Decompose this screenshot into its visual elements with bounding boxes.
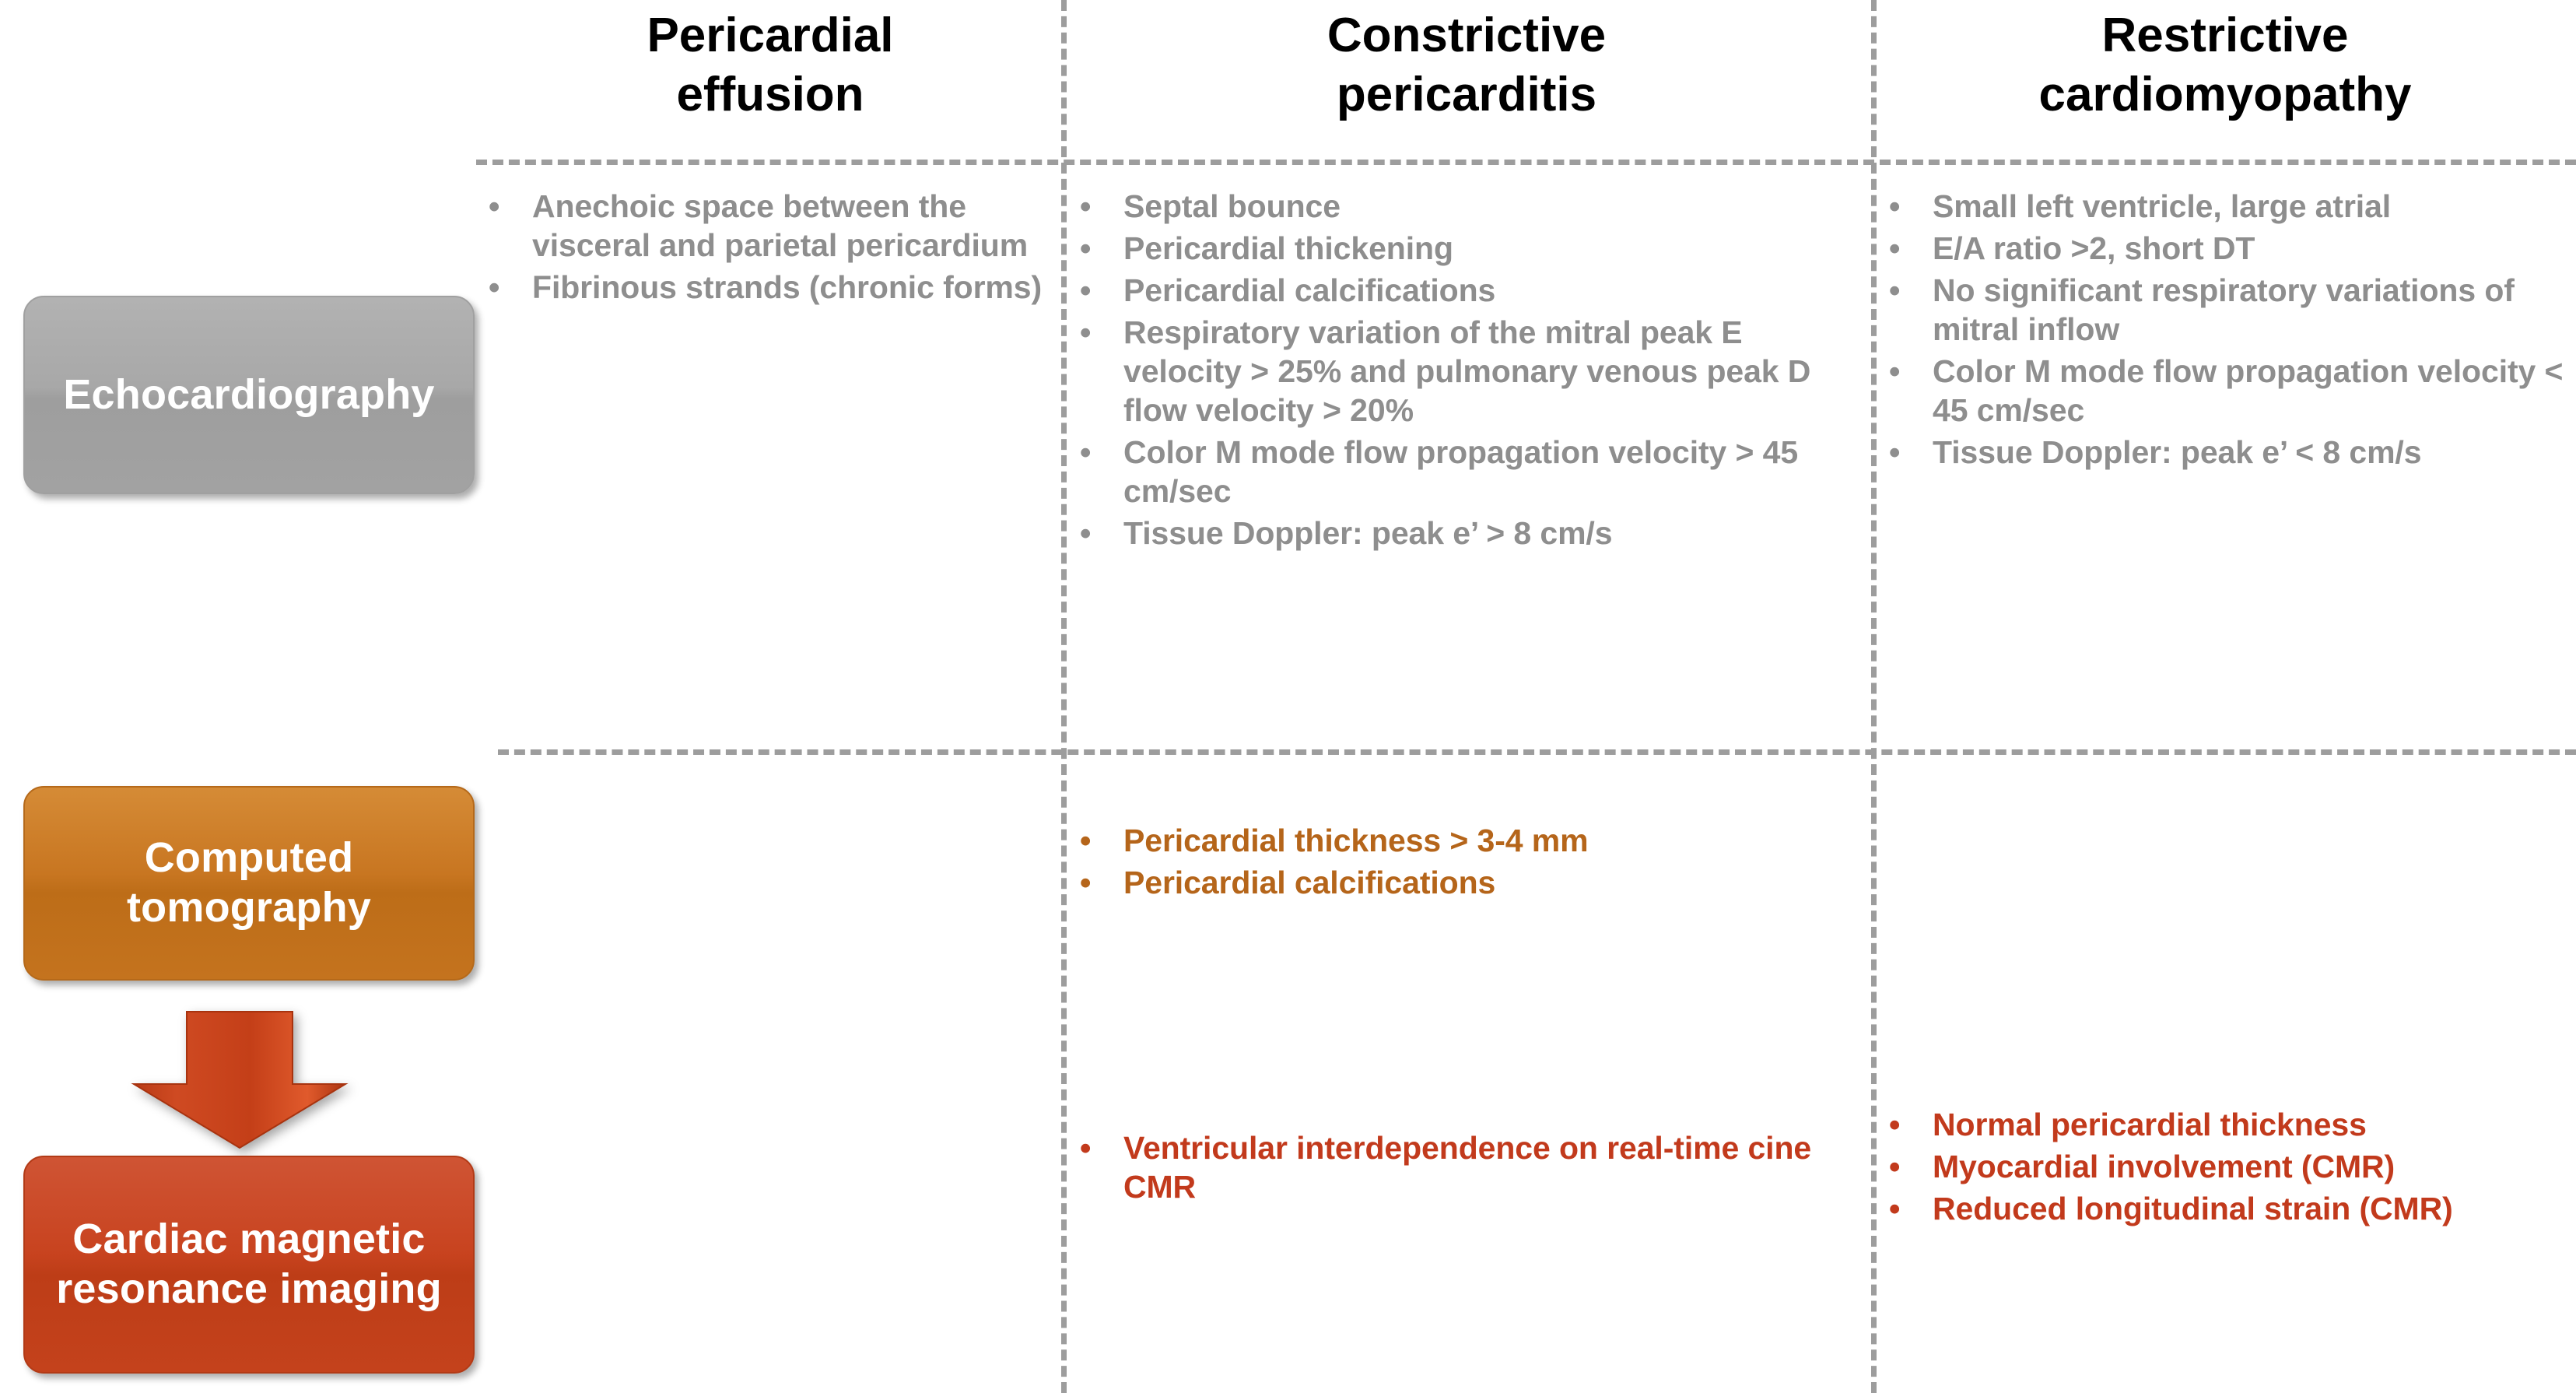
bullet-dot-icon: • [1080,865,1092,901]
modality-box-computed-tomography[interactable]: Computed tomography [23,786,475,981]
bullet-item: • Pericardial calcifications [1075,271,1861,310]
bullet-text: Reduced longitudinal strain (CMR) [1933,1191,2453,1227]
bullet-dot-icon: • [489,188,500,224]
bullet-text: Color M mode flow propagation velocity <… [1933,353,2564,429]
bullet-dot-icon: • [1889,1191,1901,1227]
bullet-dot-icon: • [1080,1130,1092,1166]
column-header-restrictive-cardiomyopathy: Restrictive cardiomyopathy [1883,6,2567,124]
bullet-item: • Pericardial calcifications [1075,863,1861,902]
bullet-dot-icon: • [1889,1107,1901,1142]
bullet-dot-icon: • [1080,188,1092,224]
bullet-item: • Color M mode flow propagation velocity … [1884,352,2569,430]
row-divider-line [498,749,2576,755]
bullet-list: • Normal pericardial thickness • Myocardial… [1884,1105,2569,1228]
cell-cardiac-mri-constrictive-pericarditis: • Ventricular interdependence on real-tim… [1075,1128,1861,1209]
modality-box-echocardiography[interactable]: Echocardiography [23,296,475,494]
modality-label-line1: Computed [144,834,354,882]
bullet-item: • Septal bounce [1075,187,1861,226]
bullet-dot-icon: • [1889,272,1901,309]
column-header-pericardial-effusion: Pericardial effusion [482,6,1058,124]
bullet-text: Ventricular interdependence on real-time… [1123,1130,1812,1205]
bullet-text: Tissue Doppler: peak e’ > 8 cm/s [1123,515,1613,552]
bullet-dot-icon: • [1889,1149,1901,1185]
column-header-line1: Constrictive [1327,9,1607,62]
bullet-text: Fibrinous strands (chronic forms) [532,269,1043,306]
column-header-line1: Restrictive [2101,9,2349,62]
bullet-item: • Tissue Doppler: peak e’ < 8 cm/s [1884,433,2569,472]
bullet-text: Pericardial thickening [1123,230,1453,267]
column-header-line2: effusion [676,67,864,121]
bullet-text: Septal bounce [1123,188,1341,224]
bullet-dot-icon: • [1889,353,1901,390]
cell-echocardiography-constrictive-pericarditis: • Septal bounce • Pericardial thickening • Pe… [1075,187,1861,556]
modality-label: Cardiac magnetic resonance imaging [56,1215,442,1314]
bullet-dot-icon: • [1080,515,1092,552]
bullet-item: • Respiratory variation of the mitral pea… [1075,313,1861,430]
bullet-text: E/A ratio >2, short DT [1933,230,2255,267]
bullet-dot-icon: • [1889,230,1901,267]
bullet-item: • Small left ventricle, large atrial [1884,187,2569,226]
bullet-dot-icon: • [1080,314,1092,351]
modality-label-line2: resonance imaging [56,1265,442,1312]
header-divider-line [476,160,2576,165]
down-arrow-icon [131,1011,349,1149]
bullet-item: • Reduced longitudinal strain (CMR) [1884,1189,2569,1228]
bullet-item: • Pericardial thickness > 3-4 mm [1075,821,1861,860]
modality-label: Echocardiography [63,370,435,418]
bullet-item: • Myocardial involvement (CMR) [1884,1147,2569,1186]
bullet-item: • E/A ratio >2, short DT [1884,229,2569,268]
bullet-text: Myocardial involvement (CMR) [1933,1149,2396,1185]
bullet-dot-icon: • [1889,434,1901,471]
bullet-dot-icon: • [1080,230,1092,267]
bullet-item: • Pericardial thickening [1075,229,1861,268]
bullet-text: Pericardial calcifications [1123,272,1496,309]
modality-label-line1: Cardiac magnetic [72,1216,426,1263]
bullet-dot-icon: • [1080,272,1092,309]
cell-computed-tomography-constrictive-pericarditis: • Pericardial thickness > 3-4 mm • Pericard… [1075,821,1861,905]
column-header-constrictive-pericarditis: Constrictive pericarditis [1074,6,1859,124]
bullet-item: • Tissue Doppler: peak e’ > 8 cm/s [1075,514,1861,553]
column-divider-line-1 [1061,0,1067,1393]
column-header-line2: cardiomyopathy [2038,67,2412,121]
cell-cardiac-mri-restrictive-cardiomyopathy: • Normal pericardial thickness • Myocardial… [1884,1105,2569,1231]
bullet-text: Pericardial thickness > 3-4 mm [1123,823,1589,858]
bullet-text: Tissue Doppler: peak e’ < 8 cm/s [1933,434,2422,471]
bullet-item: • Normal pericardial thickness [1884,1105,2569,1144]
bullet-text: Small left ventricle, large atrial [1933,188,2392,224]
bullet-item: • No significant respiratory variations o… [1884,271,2569,349]
column-divider-line-2 [1871,0,1877,1393]
bullet-list: • Ventricular interdependence on real-tim… [1075,1128,1861,1206]
modality-label: Computed tomography [127,833,371,932]
bullet-text: Anechoic space between the visceral and … [532,188,1029,264]
bullet-dot-icon: • [489,269,500,306]
column-header-line2: pericarditis [1336,67,1597,121]
bullet-dot-icon: • [1080,823,1092,858]
bullet-item: • Fibrinous strands (chronic forms) [484,268,1052,307]
bullet-text: Normal pericardial thickness [1933,1107,2367,1142]
bullet-text: Color M mode flow propagation velocity >… [1123,434,1799,510]
bullet-list: • Pericardial thickness > 3-4 mm • Pericard… [1075,821,1861,902]
bullet-item: • Color M mode flow propagation velocity … [1075,433,1861,511]
bullet-text: Respiratory variation of the mitral peak… [1123,314,1811,429]
column-header-line1: Pericardial [647,9,894,62]
bullet-text: Pericardial calcifications [1123,865,1496,901]
bullet-dot-icon: • [1889,188,1901,224]
bullet-list: • Septal bounce • Pericardial thickening • Pe… [1075,187,1861,553]
bullet-list: • Small left ventricle, large atrial • E/A … [1884,187,2569,472]
cell-echocardiography-restrictive-cardiomyopathy: • Small left ventricle, large atrial • E/A … [1884,187,2569,475]
modality-label-line2: tomography [126,884,371,931]
bullet-dot-icon: • [1080,434,1092,471]
bullet-item: • Ventricular interdependence on real-tim… [1075,1128,1861,1206]
bullet-item: • Anechoic space between the visceral and… [484,187,1052,265]
bullet-text: No significant respiratory variations of… [1933,272,2515,348]
modality-box-cardiac-mri[interactable]: Cardiac magnetic resonance imaging [23,1156,475,1374]
cell-echocardiography-pericardial-effusion: • Anechoic space between the visceral and… [484,187,1052,310]
bullet-list: • Anechoic space between the visceral and… [484,187,1052,307]
